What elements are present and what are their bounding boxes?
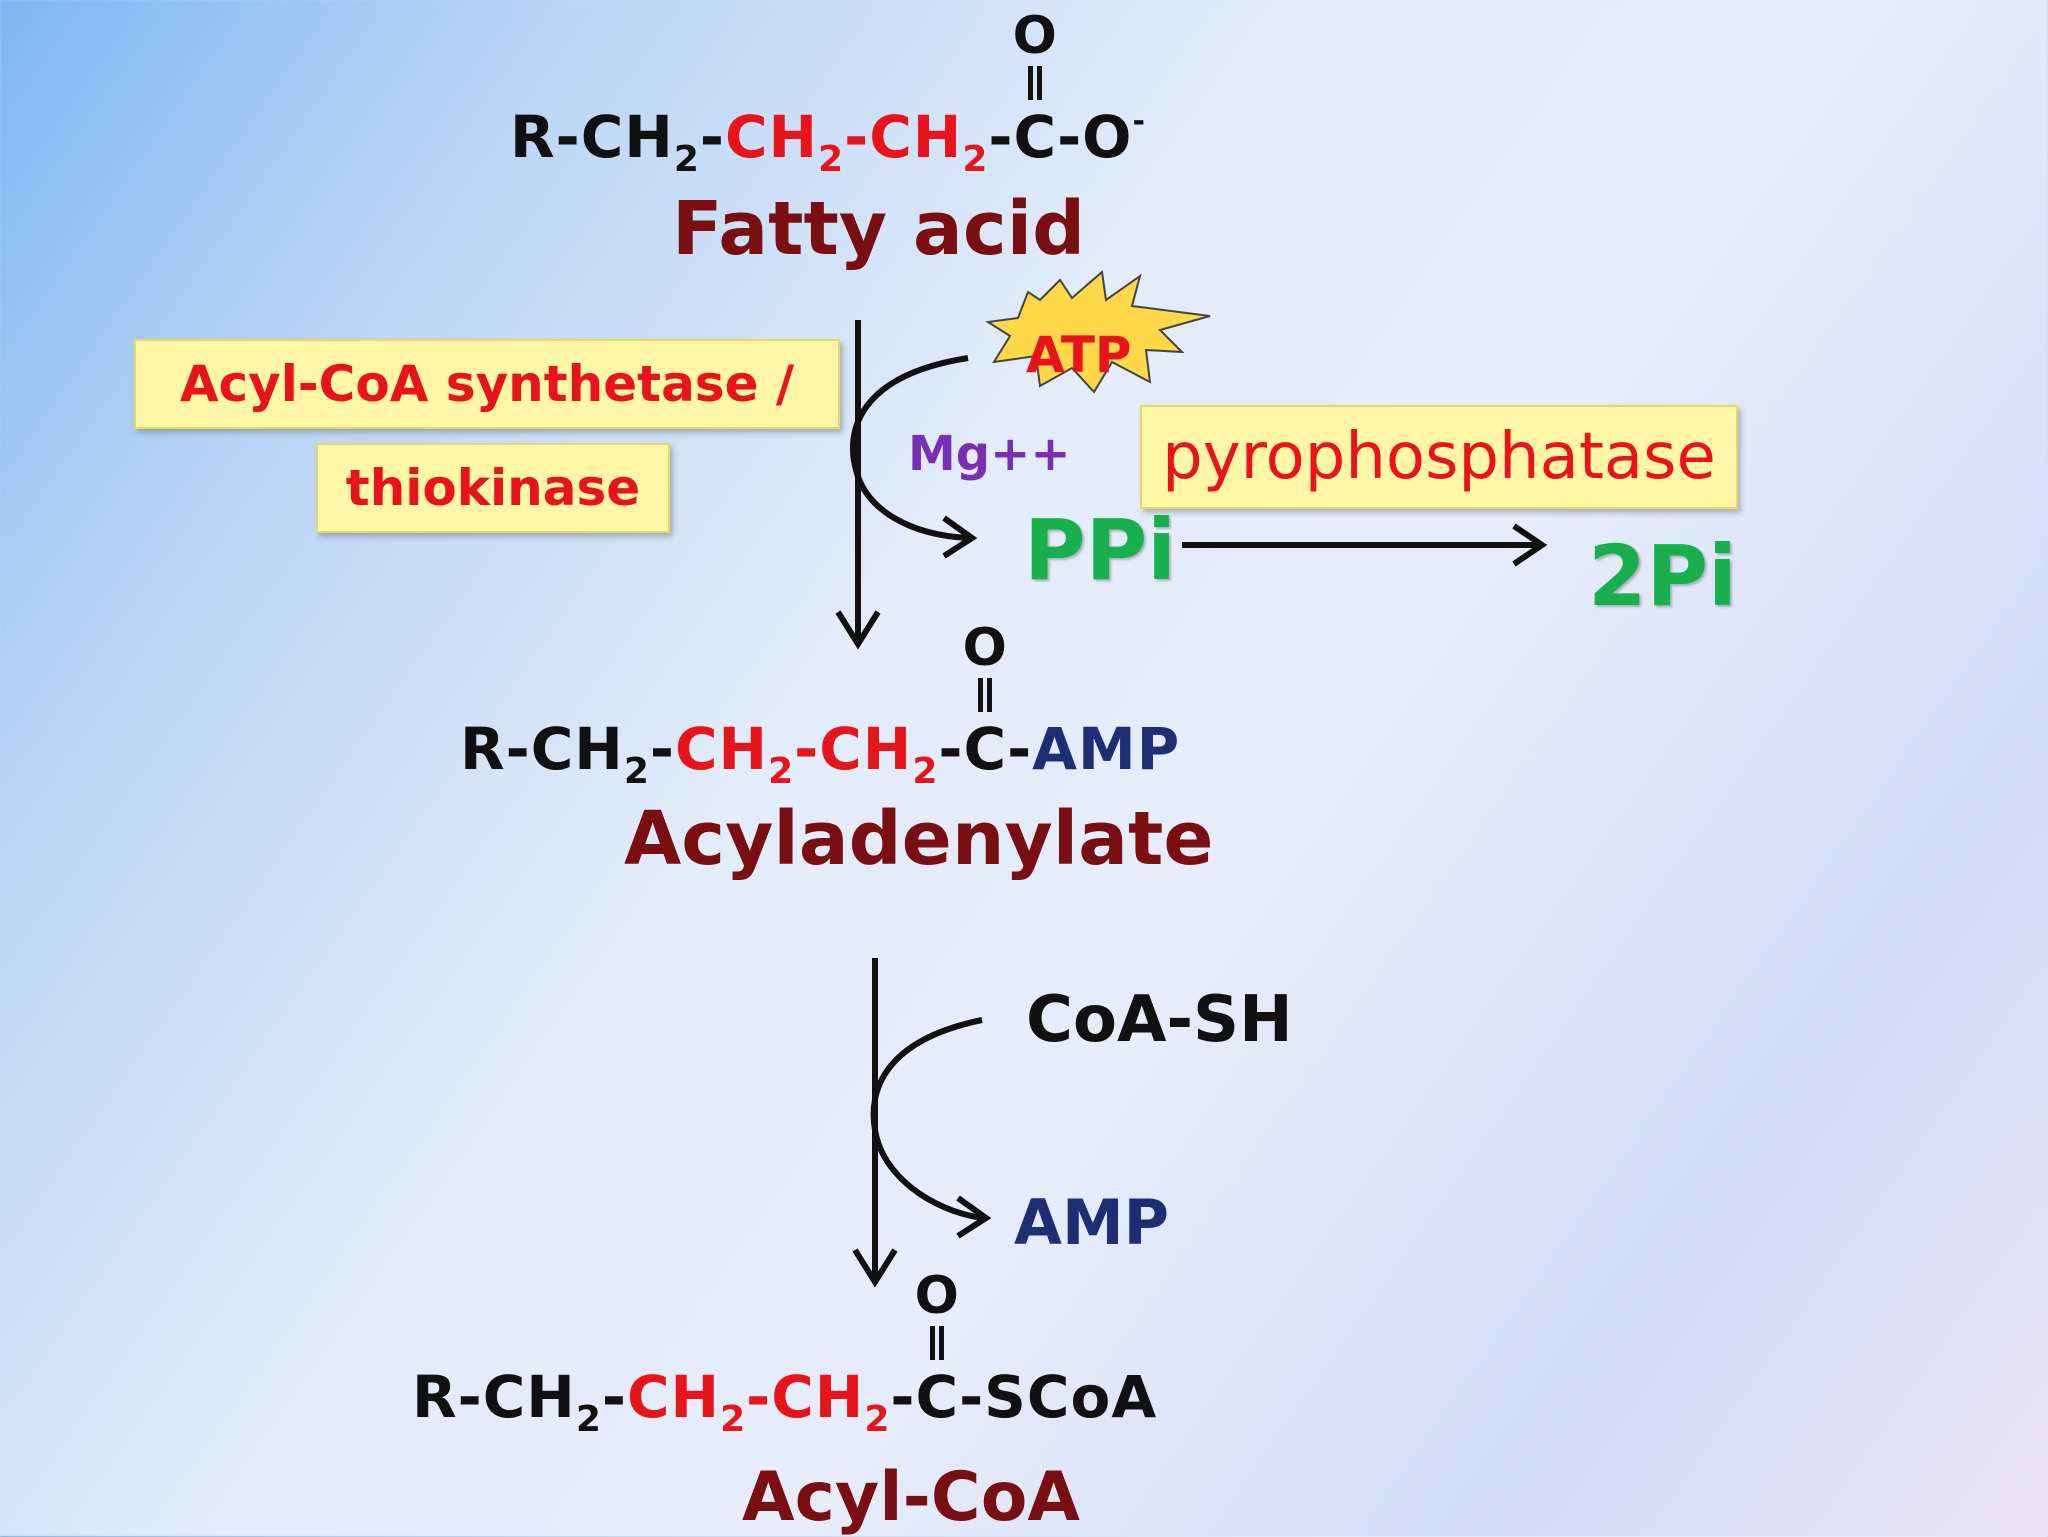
atp-label: ATP [1026,326,1132,384]
fatty-acid-label: Fatty acid [672,186,1086,272]
carbon-atom: C [915,1363,960,1431]
ch2-group: CH [724,103,819,171]
negative-charge: - [1132,104,1146,139]
r-ch2-group: R-CH [460,715,624,783]
enzyme-name: thiokinase [345,459,641,517]
subscript: 2 [673,139,700,180]
subscript: 2 [818,139,845,180]
amp-group: AMP [1032,715,1181,783]
oxygen-atom: O [962,618,1008,678]
curved-arrow-icon [870,1017,992,1239]
enzyme-box-pyrophosphatase: pyrophosphatase [1140,405,1738,509]
acyladenylate-label: Acyladenylate [624,796,1214,882]
bond-dash: - [938,715,964,783]
subscript: 2 [962,139,989,180]
r-ch2-group: R-CH [510,103,674,171]
ch2-group: CH [674,715,769,783]
bond-dash: - [699,103,725,171]
scoa-group: -SCoA [959,1363,1158,1431]
subscript: 2 [912,751,939,792]
inorganic-phosphate-label: 2Pi [1588,527,1737,625]
amp-released-label: AMP [1014,1186,1170,1259]
magnesium-cofactor: Mg++ [908,426,1071,482]
bond-dash: - [649,715,675,783]
bond-dash: - [988,103,1014,171]
double-bond [930,1326,945,1360]
enzyme-name: pyrophosphatase [1162,420,1716,494]
bond-dash: - [844,103,870,171]
pyrophosphate-label: PPi [1024,501,1176,599]
oxygen-atom: O [914,1266,960,1326]
double-bond [978,678,993,712]
coenzyme-a-label: CoA-SH [1026,983,1293,1057]
subscript: 2 [623,751,650,792]
enzyme-box-acyl-coa-synthetase: Acyl-CoA synthetase / [134,339,840,429]
enzyme-name: Acyl-CoA synthetase / [179,355,795,413]
carbon-atom: C [1013,103,1058,171]
subscript: 2 [720,1399,747,1440]
ch2-group: CH [771,1363,865,1431]
acyl-coa-label: Acyl-CoA [742,1458,1081,1537]
bond-dash: - [1007,715,1033,783]
curved-arrow-icon [850,355,978,559]
arrow-right-icon [1182,523,1548,567]
enzyme-box-thiokinase: thiokinase [316,443,670,533]
oxygen-atom: O [1012,6,1058,66]
oxide-group: -O [1057,103,1133,171]
bond-dash: - [890,1363,916,1431]
subscript: 2 [575,1399,602,1440]
subscript: 2 [768,751,795,792]
ch2-group: CH [819,715,913,783]
bond-dash: - [746,1363,772,1431]
r-ch2-group: R-CH [412,1363,576,1431]
bond-dash: - [601,1363,627,1431]
ch2-group: CH [869,103,963,171]
starburst-icon [985,270,1211,394]
ch2-group: CH [626,1363,721,1431]
bond-dash: - [794,715,820,783]
subscript: 2 [864,1399,891,1440]
double-bond [1028,66,1043,100]
carbon-atom: C [963,715,1008,783]
